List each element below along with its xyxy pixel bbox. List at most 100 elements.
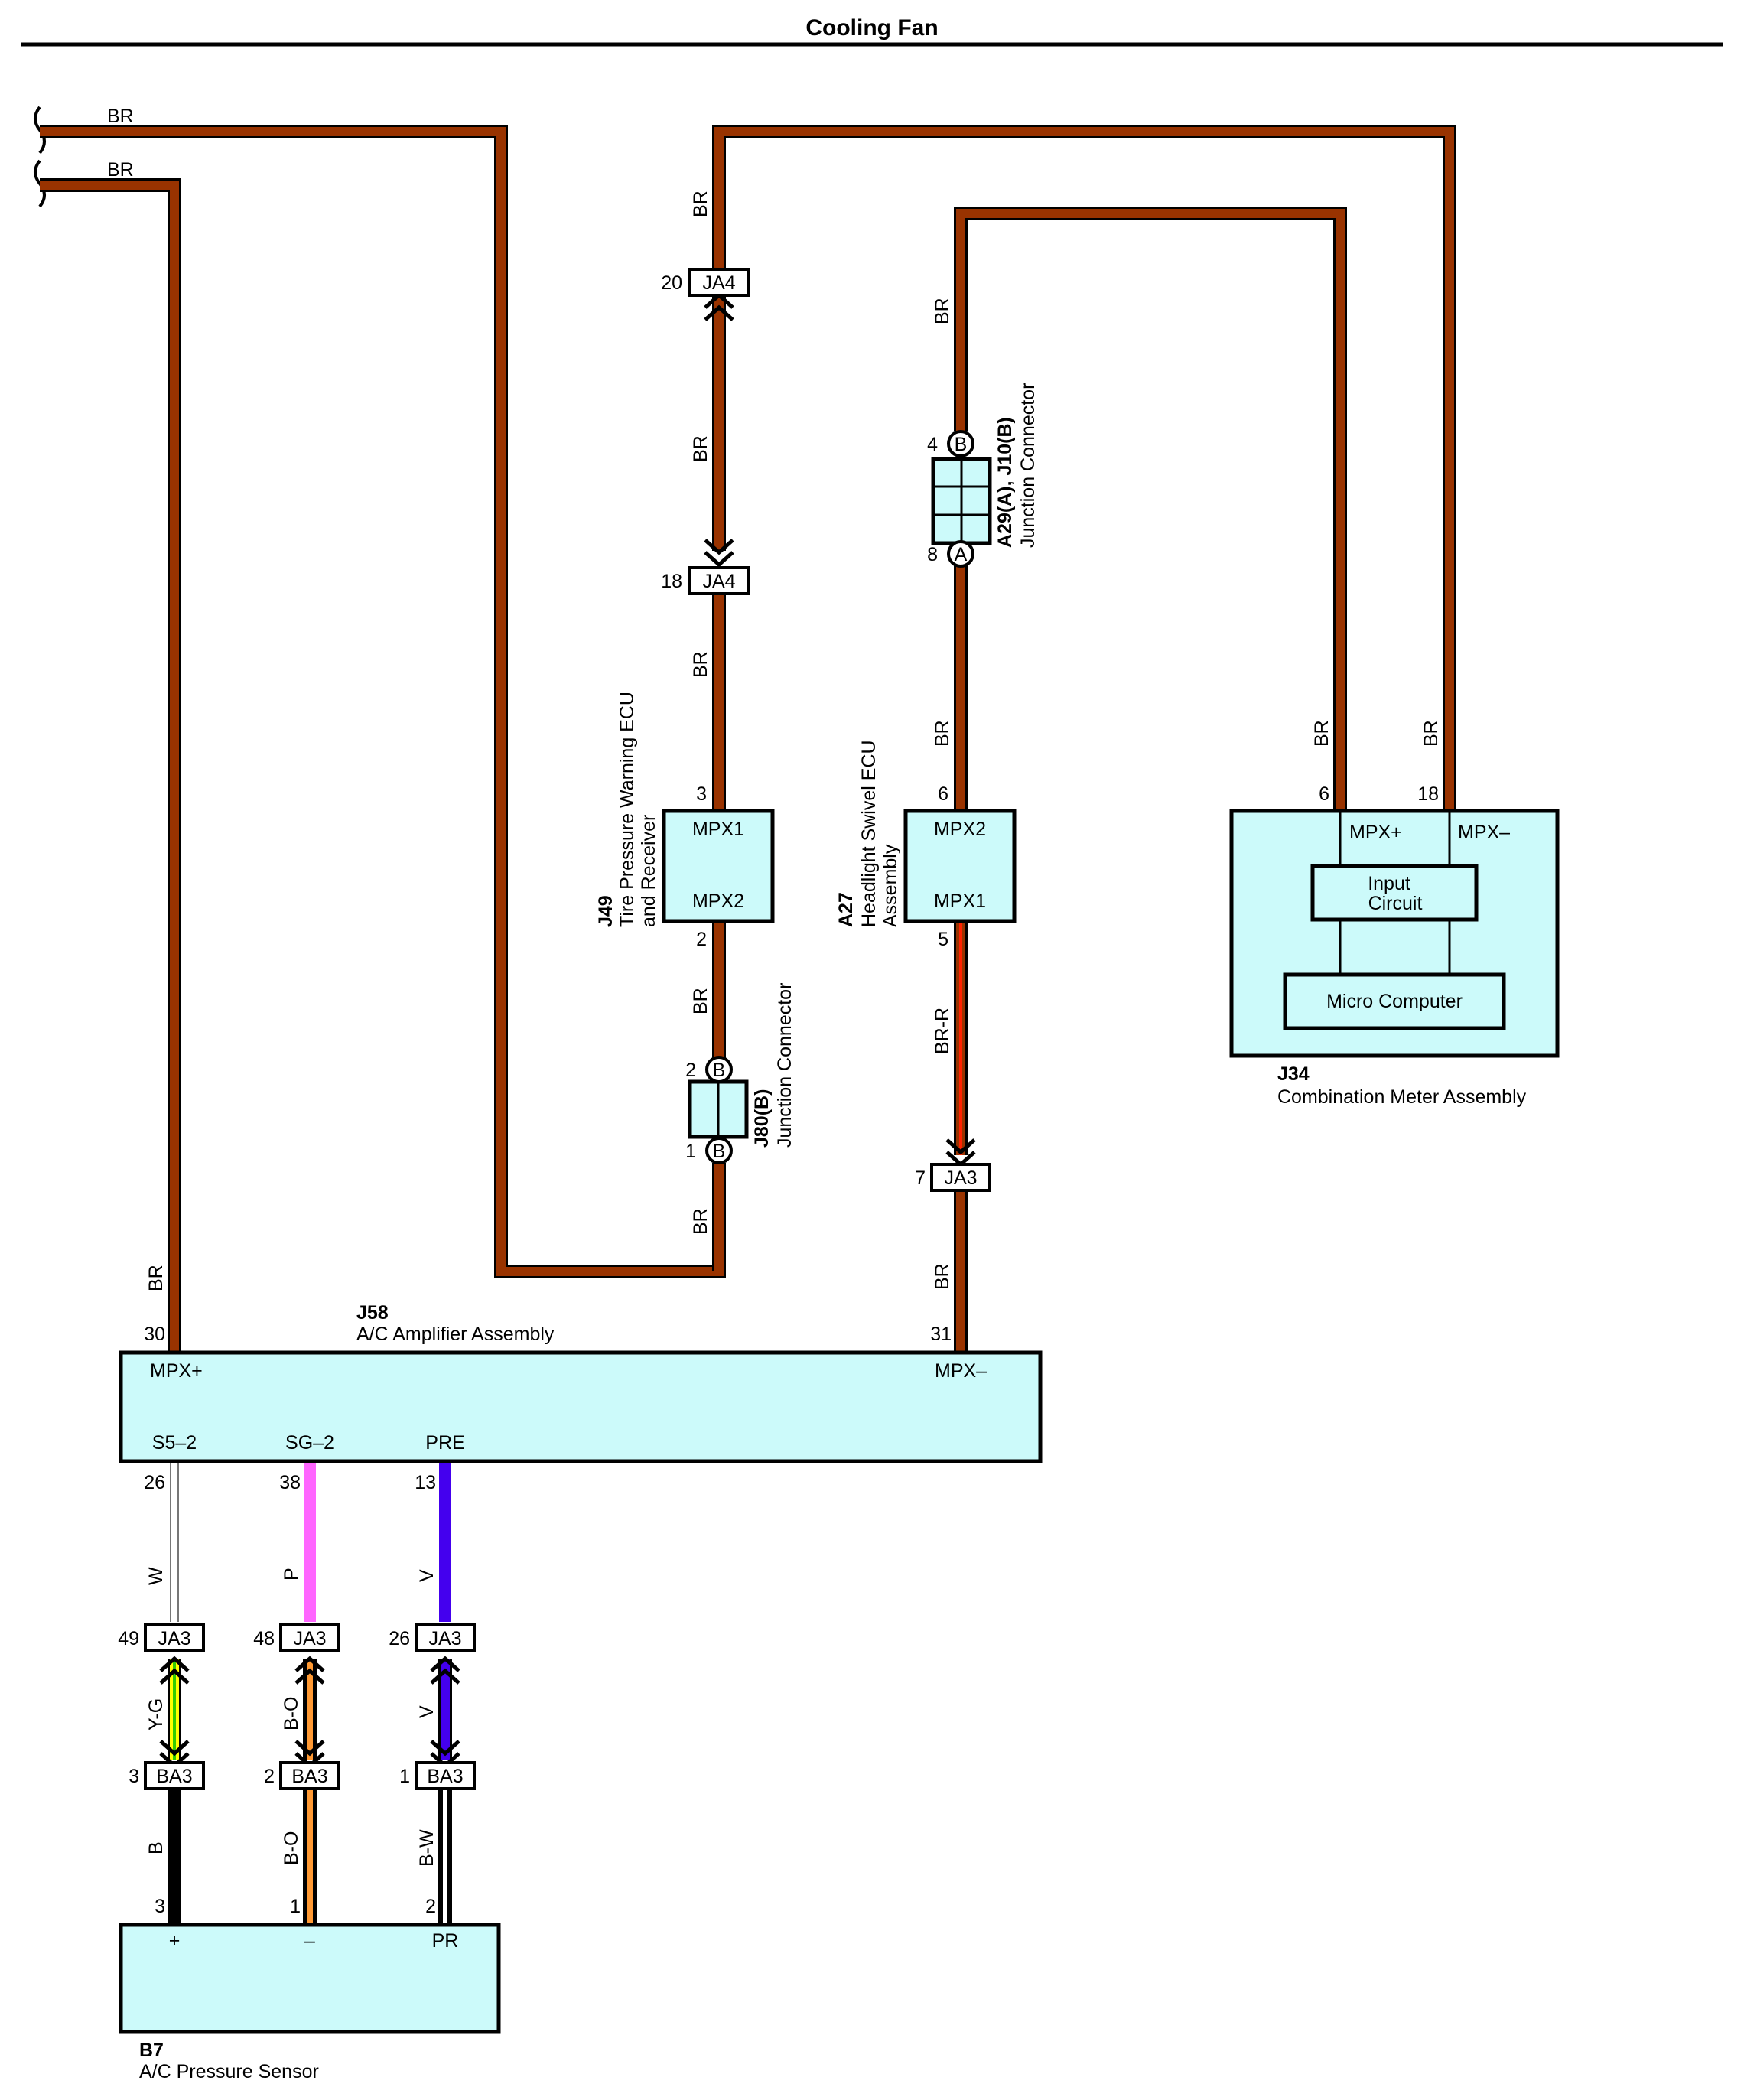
svg-text:BR: BR (690, 190, 711, 217)
pin-number: 31 (930, 1323, 952, 1345)
svg-text:BA3: BA3 (291, 1766, 327, 1787)
j34-term-plus: MPX+ (1349, 822, 1402, 843)
pin-number: 18 (1417, 783, 1439, 805)
j58-term-mpx-plus: MPX+ (150, 1360, 203, 1382)
pin-number: 48 (253, 1628, 275, 1649)
pin-number: 2 (685, 1060, 696, 1081)
j49-name-2: and Receiver (638, 815, 659, 927)
connector-ja4-20: JA4 20 (661, 268, 750, 297)
j58-code: J58 (356, 1302, 389, 1323)
pin-number: 5 (938, 929, 948, 950)
svg-text:B-O: B-O (281, 1697, 302, 1730)
pin-number: 8 (927, 544, 938, 565)
pin-number: 1 (399, 1766, 410, 1787)
j58-term-pre: PRE (425, 1432, 464, 1454)
svg-text:B: B (145, 1841, 167, 1854)
connector-ja4-18: JA4 18 (661, 566, 750, 595)
pin-number: 13 (415, 1472, 436, 1493)
svg-text:BR: BR (932, 720, 953, 747)
page-title: Cooling Fan (805, 15, 938, 41)
j58-name: A/C Amplifier Assembly (356, 1323, 555, 1345)
a27-term-top: MPX2 (934, 819, 986, 840)
component-b7: + – PR 3 1 2 B7 A/C Pressure Sensor (119, 1896, 501, 2082)
pin-number: 1 (685, 1141, 696, 1162)
svg-text:BA3: BA3 (427, 1766, 463, 1787)
svg-text:V: V (416, 1705, 438, 1718)
svg-text:BR-R: BR-R (932, 1008, 953, 1054)
connector-ba3-3: BA3 3 (129, 1761, 205, 1790)
j80-code: J80(B) (751, 1089, 773, 1148)
pin-number: 49 (118, 1628, 139, 1649)
wire-labels: BR BR BR BR BR BR BR BR BR BR BR-R BR BR… (107, 106, 1442, 1867)
pin-number: 30 (144, 1323, 165, 1345)
svg-text:P: P (281, 1568, 302, 1581)
svg-text:JA3: JA3 (293, 1628, 326, 1649)
svg-text:BA3: BA3 (156, 1766, 192, 1787)
j34-input-2: Circuit (1368, 893, 1423, 914)
component-a27: MPX2 MPX1 6 5 A27 Headlight Swivel ECU A… (835, 740, 1017, 950)
j58-term-s5: S5–2 (152, 1432, 197, 1454)
pin-number: 1 (290, 1896, 301, 1917)
svg-text:V: V (416, 1569, 438, 1582)
component-j49: MPX1 MPX2 3 2 J49 Tire Pressure Warning … (595, 692, 775, 950)
a27-term-bottom: MPX1 (934, 890, 986, 912)
svg-text:Y-G: Y-G (145, 1698, 167, 1730)
j34-code: J34 (1277, 1063, 1310, 1085)
wire-br-top-2-fill (40, 181, 179, 1351)
j34-input-1: Input (1368, 873, 1410, 894)
component-j34: MPX+ MPX– 6 18 Input Circuit Micro Compu… (1229, 783, 1560, 1108)
pin-number: 26 (144, 1472, 165, 1493)
connector-ba3-2: BA3 2 (264, 1761, 340, 1790)
b7-term-pr: PR (432, 1930, 459, 1952)
j80-letter-top: B (713, 1060, 726, 1081)
a27-name-2: Assembly (880, 844, 901, 927)
j49-name-1: Tire Pressure Warning ECU (617, 692, 638, 927)
svg-text:B-O: B-O (281, 1831, 302, 1865)
svg-text:BR: BR (107, 159, 134, 181)
j49-code: J49 (595, 895, 617, 927)
svg-text:B-W: B-W (416, 1829, 438, 1867)
svg-text:JA3: JA3 (944, 1167, 977, 1189)
svg-text:W: W (145, 1567, 167, 1585)
pin-number: 2 (264, 1766, 275, 1787)
pin-number: 4 (927, 434, 938, 455)
svg-text:JA3: JA3 (158, 1628, 190, 1649)
wire-br-ja4-j34-fill (714, 127, 1454, 811)
pin-number: 26 (389, 1628, 410, 1649)
j34-micro: Micro Computer (1326, 991, 1463, 1012)
pin-number: 3 (129, 1766, 139, 1787)
pin-number: 6 (1319, 783, 1329, 805)
connector-ja3-26: JA3 26 (389, 1623, 476, 1652)
svg-text:BR: BR (107, 106, 134, 127)
mating-chevrons (159, 292, 976, 1769)
svg-text:BR: BR (932, 1263, 953, 1290)
pin-number: 7 (915, 1167, 926, 1189)
wire-br-top-2 (40, 178, 181, 1351)
a27-code: A27 (835, 892, 857, 927)
a29-name: Junction Connector (1017, 383, 1039, 548)
svg-text:JA3: JA3 (428, 1628, 461, 1649)
b7-term-minus: – (304, 1930, 315, 1952)
svg-text:BR: BR (690, 1208, 711, 1235)
svg-text:BR: BR (690, 988, 711, 1014)
pin-number: 3 (696, 783, 707, 805)
connector-ja3-48: JA3 48 (253, 1623, 340, 1652)
pin-number: 18 (661, 571, 682, 592)
svg-text:JA4: JA4 (702, 571, 735, 592)
component-j80: B B 2 1 J80(B) Junction Connector (685, 983, 796, 1164)
connector-ba3-1: BA3 1 (399, 1761, 476, 1790)
pin-number: 6 (938, 783, 948, 805)
connector-ja3-49: JA3 49 (118, 1623, 205, 1652)
j34-term-minus: MPX– (1458, 822, 1510, 843)
svg-text:BR: BR (690, 651, 711, 678)
connector-ja3-7: JA3 7 (915, 1163, 991, 1192)
j34-name: Combination Meter Assembly (1277, 1086, 1527, 1108)
svg-text:BR: BR (690, 435, 711, 462)
component-j58: J58 A/C Amplifier Assembly MPX+ MPX– S5–… (119, 1302, 1043, 1493)
b7-term-plus: + (169, 1930, 181, 1952)
j58-term-sg: SG–2 (285, 1432, 334, 1454)
pin-number: 2 (425, 1896, 436, 1917)
component-a29-j10: B A 4 8 A29(A), J10(B) Junction Connecto… (927, 383, 1039, 568)
a29-code: A29(A), J10(B) (994, 417, 1016, 548)
